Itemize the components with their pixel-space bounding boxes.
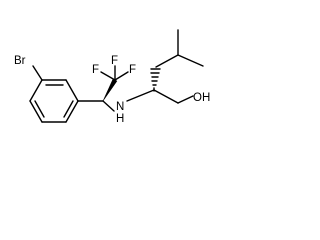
isobutyl-bond-1 — [155, 54, 179, 68]
hydroxyl-label: OH — [193, 92, 210, 104]
hydroxymethyl-bond-2 — [177, 95, 194, 104]
ring-double-bond-b — [34, 100, 45, 118]
ring-bond-5 — [65, 79, 79, 102]
nitrogen-label: N — [116, 101, 124, 113]
hashed-wedge-bond — [150, 68, 161, 92]
ring-bond-4 — [65, 100, 79, 123]
cf3-wedge-bond — [102, 78, 118, 102]
ring-bond-2 — [29, 100, 43, 123]
benzene-ring — [29, 79, 79, 123]
cf3-bond-right — [114, 71, 129, 81]
hydroxymethyl-bond-1 — [153, 89, 179, 104]
stereocenter-to-nitrogen-bond — [102, 100, 115, 112]
bromine-label: Br — [14, 55, 26, 67]
ring-double-bond-c — [63, 100, 74, 118]
fluorine-label-3: F — [129, 64, 136, 76]
ring-bond-1 — [29, 79, 43, 102]
structure-diagram: Br F F F N H OH — [14, 29, 210, 125]
amine-hydrogen-label: H — [116, 113, 124, 125]
fluorine-label-1: F — [92, 64, 99, 76]
fluorine-label-2: F — [111, 55, 118, 67]
isobutyl-bond-3 — [177, 54, 204, 67]
nitrogen-to-stereocenter-bond — [126, 89, 155, 102]
bromine-bond — [32, 65, 43, 81]
cf3-bond-left — [100, 71, 116, 81]
